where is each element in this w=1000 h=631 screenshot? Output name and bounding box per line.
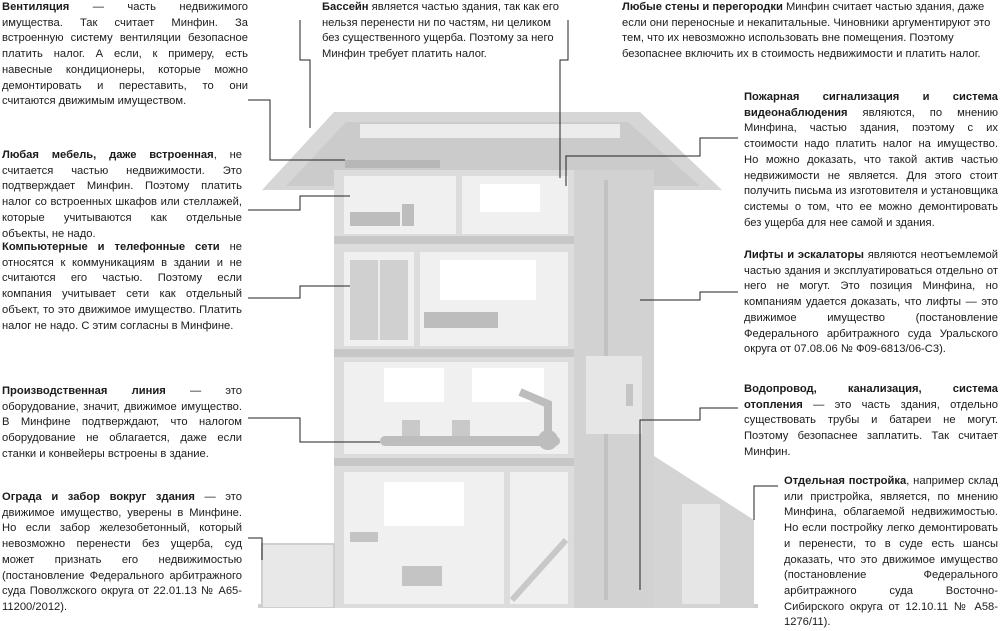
building-illustration: [248, 20, 778, 608]
note-plumbing-text: — это часть здания, отдельно существоват…: [744, 398, 998, 458]
leader-furniture: [248, 195, 350, 211]
note-fence-text: — это движимое имущество, уверены в Минф…: [2, 491, 242, 613]
leader-outbuilding: [753, 485, 778, 520]
fence-left: [261, 543, 335, 608]
window-ground: [384, 482, 464, 526]
note-plumbing: Водопровод, канализация, система отоплен…: [744, 382, 998, 461]
note-production-title: Производственная линия: [2, 385, 166, 397]
note-lifts-text: являются неотъемлемой частью здания и эк…: [744, 249, 998, 356]
desk-mid: [424, 312, 498, 328]
leader-lines: [248, 20, 778, 590]
note-walls-title: Любые стены и перегородки: [622, 1, 783, 13]
floor-slab-3: [334, 458, 574, 466]
radiator: [402, 566, 442, 586]
note-networks-title: Компьютерные и телефонные сети: [2, 241, 220, 253]
note-furniture: Любая мебель, даже встроенная, не считае…: [2, 148, 242, 242]
floor-slab-2: [334, 349, 574, 357]
note-furniture-text: , не считается частью недвижимости. Это …: [2, 149, 242, 240]
note-fence-title: Ограда и забор вокруг здания: [2, 491, 195, 503]
note-networks: Компьютерные и телефонные сети не относя…: [2, 240, 242, 334]
note-pool-title: Бассейн: [322, 1, 369, 13]
note-ventilation-text: — часть недвижимого имущества. Так счита…: [2, 1, 248, 108]
chair-top: [402, 204, 414, 226]
note-alarm-text: являются, по мнению Минфина, частью здан…: [744, 106, 998, 229]
note-production: Производственная линия — это оборудовани…: [2, 384, 242, 463]
note-alarm-title: Пожарная сигнализация и система видеонаб…: [744, 91, 998, 119]
note-plumbing-title: Водопровод, канализация, система отоплен…: [744, 383, 998, 411]
elevator-panel: [626, 384, 633, 406]
stairs: [509, 537, 569, 603]
note-alarm: Пожарная сигнализация и система видеонаб…: [744, 90, 998, 231]
note-ventilation: Вентиляция — часть недвижимого имущества…: [2, 0, 248, 110]
desk-top: [350, 212, 400, 226]
window-mid: [440, 260, 536, 300]
annex-door: [682, 504, 720, 604]
leader-lifts: [640, 291, 738, 301]
robot-arm: [518, 388, 552, 436]
leader-ventilation: [248, 99, 345, 161]
conveyor-box-2: [452, 420, 470, 436]
conveyor: [380, 436, 560, 446]
note-walls: Любые стены и перегородки Минфин считает…: [622, 0, 996, 63]
note-fence: Ограда и забор вокруг здания — это движи…: [2, 490, 242, 616]
leader-production: [248, 417, 380, 443]
floor-slab-1: [334, 236, 574, 244]
note-outbuilding-text: , например склад или пристройка, являетс…: [784, 475, 998, 629]
note-ventilation-title: Вентиляция: [2, 1, 70, 13]
window-top: [480, 184, 540, 212]
note-lifts: Лифты и эскалаторы являются неотъемлемой…: [744, 248, 998, 358]
ventilation-duct: [345, 160, 440, 168]
elevator-cabin: [586, 356, 642, 434]
note-outbuilding: Отдельная постройка, например склад или …: [784, 474, 998, 631]
leader-walls: [559, 20, 569, 178]
note-outbuilding-title: Отдельная постройка: [784, 475, 907, 487]
note-pool: Бассейн является частью здания, так как …: [322, 0, 562, 63]
leader-plumbing: [639, 407, 738, 590]
note-walls-text: Минфин считает частью здания, даже если …: [622, 1, 991, 61]
note-networks-text: не относятся к коммуникациям в здании и …: [2, 241, 242, 332]
note-production-text: — это оборудование, значит, движимое иму…: [2, 385, 242, 460]
pool: [360, 124, 620, 138]
note-pool-text: является частью здания, так как его нель…: [322, 1, 559, 61]
conveyor-box-1: [402, 420, 420, 436]
stairs-room: [510, 472, 568, 604]
robot-base: [538, 430, 558, 450]
sink: [350, 532, 378, 542]
leader-fence: [248, 537, 263, 560]
leader-alarm: [565, 137, 738, 186]
leader-pool: [299, 20, 311, 128]
note-furniture-title: Любая мебель, даже встроенная: [2, 149, 214, 161]
note-lifts-title: Лифты и эскалаторы: [744, 249, 864, 261]
leader-networks: [248, 285, 350, 299]
window-prod-left: [384, 368, 444, 402]
